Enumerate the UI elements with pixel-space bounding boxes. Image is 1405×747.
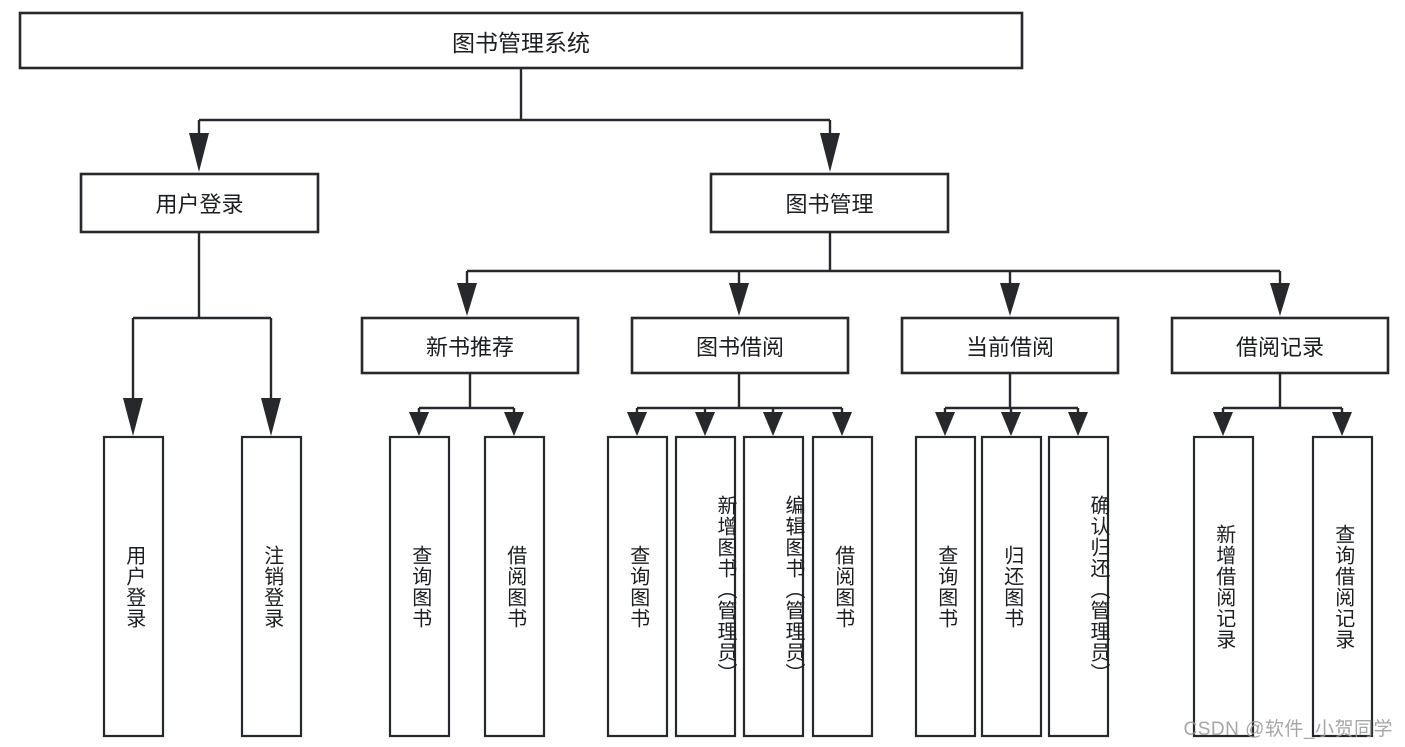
node-level2-box-0[interactable]: [79, 172, 320, 234]
connector-bookborrow-to-leaves: [627, 373, 852, 436]
connector-root-to-level2: [189, 68, 840, 172]
connector-bookmgmt-to-level3: [457, 232, 1290, 316]
leaf-box-newbook-0[interactable]: [388, 435, 451, 738]
leaf-box-newbook-1[interactable]: [483, 435, 546, 738]
leaf-box-bookborrow-2[interactable]: [742, 435, 805, 738]
leaf-box-userlogin-1[interactable]: [240, 435, 303, 738]
leaf-box-currentborrow-2[interactable]: [1047, 435, 1110, 738]
leaf-box-bookborrow-0[interactable]: [606, 435, 669, 738]
node-level3-box-1[interactable]: [630, 316, 850, 375]
node-level3-box-3[interactable]: [1170, 316, 1390, 375]
connector-currentborrow-to-leaves: [935, 373, 1088, 436]
leaf-box-currentborrow-0[interactable]: [914, 435, 977, 738]
leaf-box-userlogin-0[interactable]: [102, 435, 165, 738]
node-level3-box-2[interactable]: [900, 316, 1120, 375]
node-level3-box-0[interactable]: [360, 316, 580, 375]
leaf-box-borrowrecord-0[interactable]: [1192, 435, 1255, 738]
connector-newbook-to-leaves: [409, 373, 524, 436]
leaf-box-currentborrow-1[interactable]: [980, 435, 1043, 738]
node-root-box[interactable]: [18, 11, 1024, 70]
leaf-box-bookborrow-3[interactable]: [811, 435, 874, 738]
leaf-box-bookborrow-1[interactable]: [674, 435, 737, 738]
node-level2-box-1[interactable]: [709, 172, 950, 234]
leaf-box-borrowrecord-1[interactable]: [1311, 435, 1374, 738]
connector-borrowrecord-to-leaves: [1213, 373, 1352, 436]
connector-userlogin-to-leaves: [123, 232, 281, 436]
